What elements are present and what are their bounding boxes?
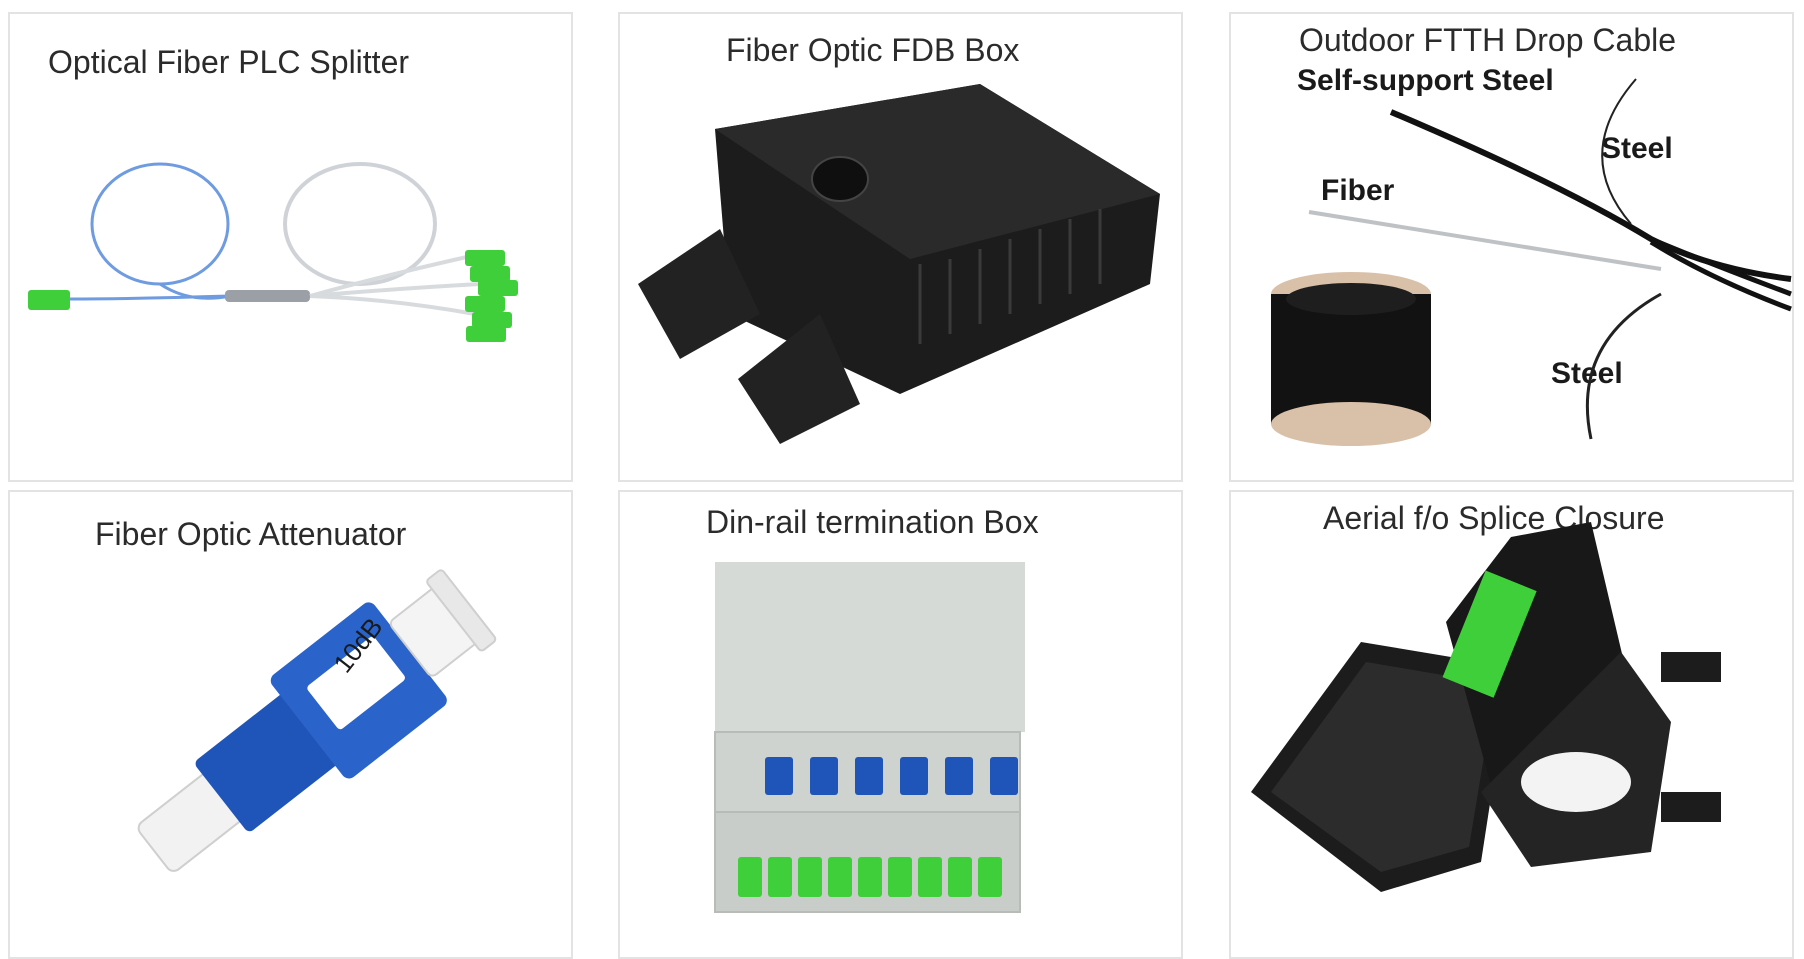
product-card-plc-splitter[interactable]: Optical Fiber PLC Splitter (8, 12, 573, 482)
cable-label-self-support-steel: Self-support Steel (1297, 64, 1554, 97)
product-title: Fiber Optic Attenuator (95, 516, 407, 552)
drop-cable-image (1271, 78, 1792, 446)
din-rail-box-image (714, 562, 1025, 913)
product-title: Outdoor FTTH Drop Cable (1299, 22, 1677, 58)
cable-label-fiber: Fiber (1321, 174, 1395, 207)
product-title: Optical Fiber PLC Splitter (48, 44, 410, 80)
product-title: Din-rail termination Box (706, 504, 1039, 540)
product-card-attenuator[interactable]: Fiber Optic Attenuator 10dB (8, 490, 573, 959)
product-card-splice-closure[interactable]: Aerial f/o Splice Closure (1229, 490, 1794, 959)
plc-splitter-image (28, 162, 518, 342)
product-card-din-rail-box[interactable]: Din-rail termination Box (618, 490, 1183, 959)
fdb-box-image (638, 84, 1160, 444)
cable-label-steel-top: Steel (1601, 132, 1673, 165)
product-title: Fiber Optic FDB Box (726, 32, 1020, 68)
splice-closure-image (1251, 522, 1721, 892)
product-card-fdb-box[interactable]: Fiber Optic FDB Box (618, 12, 1183, 482)
attenuator-image (137, 569, 497, 872)
product-title: Aerial f/o Splice Closure (1323, 500, 1665, 536)
cable-label-steel-bottom: Steel (1551, 357, 1623, 390)
product-card-drop-cable[interactable]: Outdoor FTTH Drop Cable Self-support Ste… (1229, 12, 1794, 482)
